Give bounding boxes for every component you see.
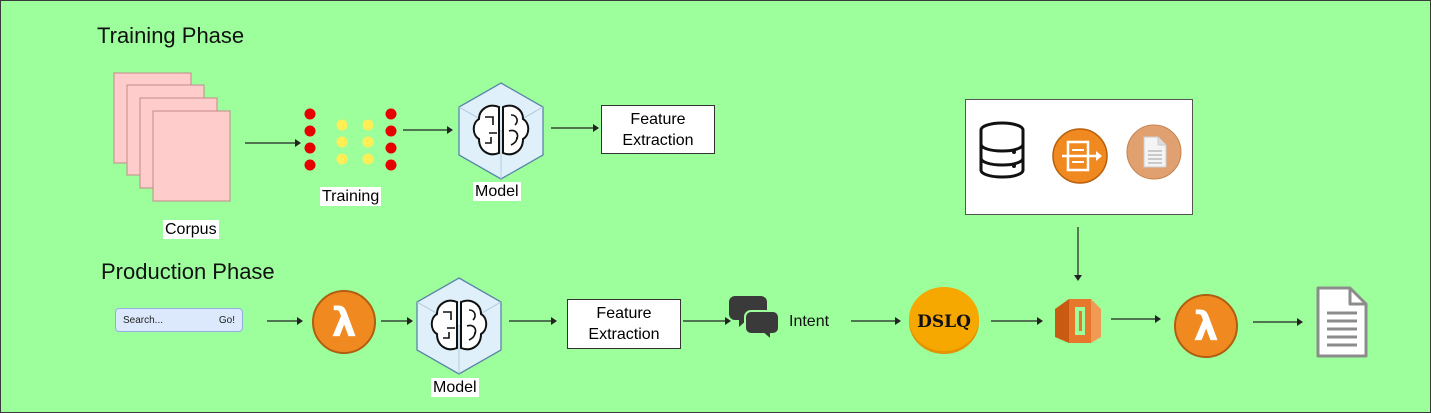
arrow-model-to-feature-production — [509, 317, 557, 325]
elasticsearch-icon — [1055, 299, 1101, 343]
svg-text:λ: λ — [331, 300, 356, 346]
search-bar[interactable]: Search... Go! — [115, 308, 243, 332]
lambda-icon: λ — [1174, 294, 1238, 358]
neural-network-icon — [304, 108, 397, 171]
production-phase-title: Production Phase — [101, 259, 275, 284]
feature-extraction-box-training: Feature Extraction — [601, 105, 715, 154]
corpus-stack-icon — [113, 72, 231, 202]
arrow-search-to-lambda — [267, 317, 303, 325]
database-icon — [979, 121, 1025, 179]
arrow-training-to-model — [403, 126, 453, 134]
dslq-icon: DSLQ — [909, 287, 979, 354]
model-label-training: Model — [473, 182, 521, 201]
search-input[interactable]: Search... — [123, 314, 164, 326]
chat-bubbles-icon — [729, 296, 780, 343]
arrow-storage-to-search — [1074, 227, 1082, 281]
brain-icon — [458, 82, 544, 180]
brain-icon — [416, 277, 502, 375]
model-label-production: Model — [431, 378, 479, 397]
intent-label: Intent — [789, 313, 830, 330]
document-icon — [1126, 124, 1182, 180]
training-label: Training — [320, 187, 382, 206]
arrow-corpus-to-training — [245, 139, 301, 147]
ingest-icon — [1052, 128, 1108, 184]
arrow-model-to-feature — [551, 124, 599, 132]
dslq-label: DSLQ — [917, 312, 971, 332]
arrow-lambda-to-model — [381, 317, 413, 325]
corpus-label: Corpus — [163, 220, 219, 239]
arrow-intent-to-dslq — [851, 317, 901, 325]
training-phase-title: Training Phase — [97, 23, 245, 48]
arrow-lambda-to-result — [1253, 318, 1303, 326]
arrow-dslq-to-search — [991, 317, 1043, 325]
feature-extraction-box-production: Feature Extraction — [567, 299, 681, 349]
arrow-search-to-lambda2 — [1111, 315, 1161, 323]
file-lines-icon — [1316, 286, 1368, 358]
search-go-button[interactable]: Go! — [218, 314, 235, 326]
storage-panel — [965, 99, 1193, 215]
lambda-icon: λ — [312, 290, 376, 354]
arrow-feature-to-intent — [683, 317, 731, 325]
svg-text:λ: λ — [1193, 304, 1218, 350]
